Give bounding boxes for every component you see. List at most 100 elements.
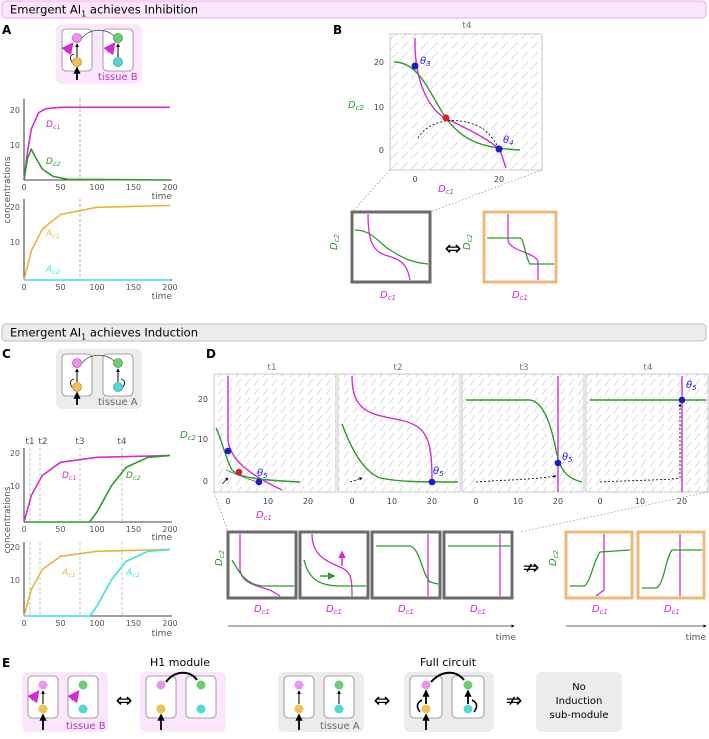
y-label-box-d-left: Dc2 [214,549,226,566]
xtick-50-chart2: 50 [55,283,65,292]
panel-letter-c: C [2,347,11,361]
svg-text:20: 20 [677,497,687,506]
series-label-c-dc2: Dc2 [126,471,141,482]
xtick-50-chart3: 50 [55,525,65,534]
x-label-box-b-right: Dc1 [512,290,528,302]
x-label-box-d1: Dc1 [254,604,270,616]
xtick-100-chart4: 100 [89,619,104,628]
time-mark-t4: t4 [117,437,127,447]
equivalence-symbol-b: ⇔ [445,236,462,260]
xtick-150-chart4: 150 [126,619,141,628]
no-induction-line2: Induction [556,696,603,707]
xtick-100-chart3: 100 [89,525,104,534]
theta5-label-t1: θ5 [257,468,268,480]
x-axis-label-c-top: time [152,533,173,543]
series-line-dc2-chart3 [24,454,171,523]
xtick-100-chart2: 100 [89,283,104,292]
x-axis-label-b: Dc1 [438,184,454,196]
not-equivalent-symbol-d: ⇏ [523,555,540,579]
svg-text:0: 0 [225,497,230,506]
series-label-a-dc1: Dc1 [46,120,61,131]
tissue-b-label-a: tissue B [98,72,138,83]
x-axis-label-a-top: time [152,192,173,202]
xtick-0-chart2: 0 [21,283,26,292]
series-line-ac1-chart4 [23,548,171,617]
time-label-d-right: time [686,633,707,643]
xtick-200-chart1: 200 [162,183,177,192]
series-line-ac1-chart2 [23,204,171,281]
x-label-box-d5: Dc1 [592,604,608,616]
series-line-dc1-chart3 [23,454,171,523]
xtick-200-chart2: 200 [162,283,177,292]
chart-c-xticks: 0 50 100 150 200 [21,619,177,628]
theta5-label-t3: θ5 [562,452,573,464]
series-label-a-dc2: Dc2 [46,157,61,168]
circuit-icon-tissue-a: tissue A [56,349,142,409]
xtick-0-chart4: 0 [21,619,26,628]
schematic-box-gray-b [350,210,432,284]
equivalence-symbol-e1: ⇔ [116,688,133,712]
svg-text:Emergent AI1 achieves Inductio: Emergent AI1 achieves Induction [10,326,198,342]
banner-title-induction-sub: 1 [81,333,86,342]
chart-a-top-ytick-10: 10 [10,141,20,150]
full-circuit-label: Full circuit [420,656,477,669]
xtick-100-chart1: 100 [89,183,104,192]
no-induction-line1: No [572,682,586,693]
svg-text:20: 20 [374,58,384,67]
y-axis-label-a: concentrations [3,156,13,223]
xtick-200-chart4: 200 [162,619,177,628]
svg-text:0: 0 [379,146,384,155]
y-label-box-d-right: Dc2 [548,549,560,566]
fixed-point-theta4 [495,145,503,153]
time-marks-c: t1 t2 t3 t4 [25,437,127,447]
banner-title-induction-rest: achieves Induction [86,326,198,340]
svg-text:0: 0 [203,477,208,486]
banner-title-inhibition-rest: achieves Inhibition [86,3,198,17]
series-line-dc2-chart1 [23,148,171,181]
y-axis-label-b: Dc2 [348,100,365,112]
panel-d-title-t1: t1 [267,363,276,373]
banner-title-inhibition-main: Emergent AI [10,3,81,17]
panel-d-title-t4: t4 [643,363,653,373]
phase-portraits-d: t1 θ5 20 10 0 0 10 20 t2 θ5 0 10 20 t3 θ… [198,363,709,506]
circuit-icon-tissue-b: tissue B [56,24,142,84]
y-label-box-b-left: Dc2 [329,233,341,250]
equivalence-symbol-e2: ⇔ [374,688,391,712]
panel-letter-b: B [333,23,342,37]
fixed-point-theta3 [411,62,419,70]
series-label-a-ac2: Ac2 [45,265,60,276]
svg-text:10: 10 [387,497,397,506]
x-label-box-d2: Dc1 [326,604,342,616]
svg-text:10: 10 [10,576,20,585]
svg-text:20: 20 [10,449,20,458]
chart-a-top-ytick-20: 20 [10,106,20,115]
y-axis-label-d: Dc2 [180,430,197,442]
time-label-d-left: time [496,633,517,643]
no-induction-box: No Induction sub-module [536,672,622,732]
series-label-c-dc1: Dc1 [62,471,77,482]
chart-a-bottom-ytick-20: 20 [10,203,20,212]
circuit-e-tissue-b: tissue B [22,672,108,732]
circuit-e-full [404,671,494,732]
xtick-150-chart1: 150 [126,183,141,192]
xtick-50-chart4: 50 [55,619,65,628]
tissue-a-label-e: tissue A [320,721,360,732]
svg-text:10: 10 [263,497,273,506]
x-label-box-b-left: Dc1 [380,290,396,302]
banner-title-inhibition-sub: 1 [81,10,86,19]
x-label-box-d4: Dc1 [470,604,486,616]
h1-module-label: H1 module [150,656,210,669]
chart-a-top: 20 10 Dc1 Dc2 [10,99,172,181]
xtick-150-chart3: 150 [126,525,141,534]
trajectory-b [417,120,500,149]
series-line-ac2-chart4 [24,548,171,617]
xtick-0-chart1: 0 [21,183,26,192]
xtick-0-chart3: 0 [21,525,26,534]
not-equivalent-symbol-e: ⇏ [506,688,523,712]
schematic-boxes-gray-d [226,530,514,600]
tissue-b-label-e: tissue B [66,721,106,732]
theta5-label-t2: θ5 [433,466,444,478]
section-banner-induction: Emergent AI1 achieves Induction [1,323,707,342]
